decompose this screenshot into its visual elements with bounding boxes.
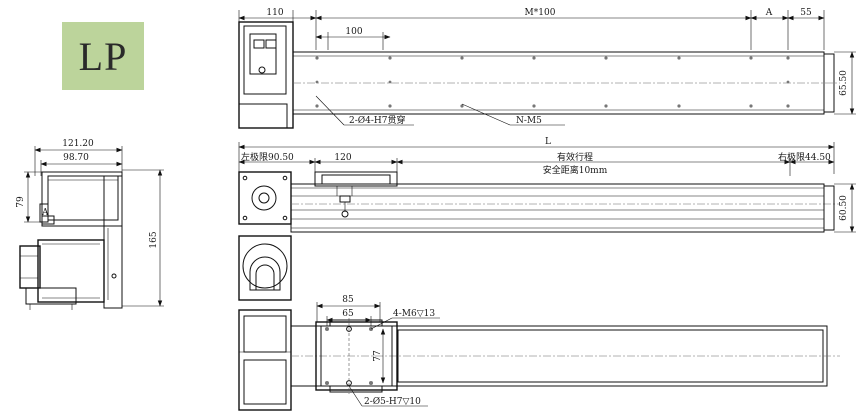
dim-height-upper: 79 — [16, 196, 26, 208]
dim-carriage-width: 77 — [373, 350, 383, 362]
callout-pin-holes-top: 2-Ø4-H7贯穿 — [349, 114, 406, 126]
callout-pin-holes-bottom: 2-Ø5-H7▽10 — [364, 396, 421, 407]
label-stroke: 有效行程 — [557, 151, 593, 163]
front-view: L 左极限90.50 120 有效行程 安全距离10mm 右极限44.50 — [238, 137, 856, 301]
dim-carriage: 120 — [334, 153, 351, 163]
dim-height-top: 65.50 — [839, 70, 849, 96]
dim-module-pitch: M*100 — [525, 8, 556, 18]
label-safety: 安全距离10mm — [543, 164, 608, 176]
dim-height-total: 165 — [149, 231, 159, 248]
callout-tapped-holes-bottom: 4-M6▽13 — [393, 309, 435, 319]
dim-right-limit: 右极限44.50 — [778, 151, 831, 163]
dim-a: A — [765, 8, 773, 18]
callout-tapped-holes-top: N-M5 — [516, 116, 542, 126]
dim-width-inner: 98.70 — [63, 153, 89, 163]
dim-total-length: L — [545, 137, 551, 147]
bottom-view: 85 65 77 4-M6▽13 2-Ø5-H7▽10 — [238, 295, 840, 411]
logo-text: LP — [78, 33, 128, 79]
dim-hole-pitch: 100 — [345, 27, 362, 37]
dim-width-outer: 121.20 — [62, 139, 94, 149]
side-view: 121.20 98.70 79 165 A — [16, 139, 164, 310]
dim-end: 55 — [800, 8, 812, 18]
svg-text:A: A — [41, 208, 49, 218]
top-view: 110 M*100 A 55 100 — [238, 8, 856, 129]
dim-outer-pitch: 85 — [342, 295, 354, 305]
dim-height-front: 60.50 — [839, 195, 849, 221]
dim-motor-end: 110 — [266, 8, 283, 18]
dim-inner-pitch: 65 — [342, 309, 354, 319]
lp-logo: LP — [62, 22, 144, 90]
dim-left-limit: 左极限90.50 — [241, 151, 294, 163]
